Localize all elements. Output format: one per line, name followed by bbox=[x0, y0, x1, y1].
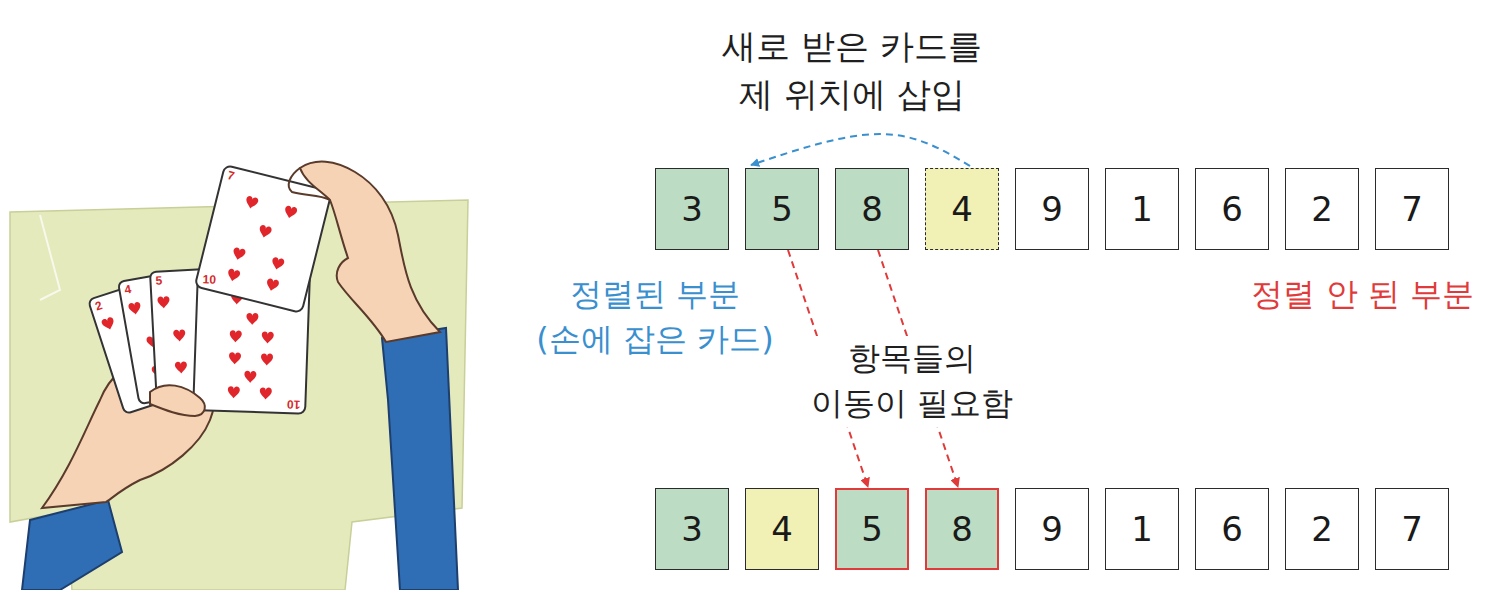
right-hand bbox=[300, 162, 440, 342]
item-value: 9 bbox=[1041, 509, 1063, 549]
table-line bbox=[40, 215, 60, 300]
card-rank: 5 bbox=[150, 271, 168, 290]
item-value: 6 bbox=[1221, 189, 1243, 229]
item-value: 3 bbox=[681, 189, 703, 229]
right-fingers bbox=[289, 168, 330, 200]
item-value: 1 bbox=[1131, 509, 1153, 549]
item-value: 2 bbox=[1311, 189, 1333, 229]
moved-item-box: 5 bbox=[835, 488, 909, 570]
left-thumb bbox=[150, 385, 205, 416]
unsorted-item-box: 2 bbox=[1285, 168, 1359, 250]
sorted-item-box: 3 bbox=[655, 488, 729, 570]
sorted-part-label: 정렬된 부분 (손에 잡은 카드) bbox=[530, 272, 780, 363]
item-value: 7 bbox=[1401, 189, 1423, 229]
right-sleeve bbox=[382, 328, 458, 590]
item-value: 9 bbox=[1041, 189, 1063, 229]
moved-item-box: 8 bbox=[925, 488, 999, 570]
inserted-item-box: 4 bbox=[745, 488, 819, 570]
item-value: 8 bbox=[951, 509, 973, 549]
item-value: 3 bbox=[681, 509, 703, 549]
item-value: 5 bbox=[771, 189, 793, 229]
left-sleeve bbox=[22, 500, 122, 590]
sorted-item-box: 5 bbox=[745, 168, 819, 250]
new-item-box: 4 bbox=[925, 168, 999, 250]
unsorted-item-box: 6 bbox=[1195, 168, 1269, 250]
unsorted-item-box: 1 bbox=[1105, 168, 1179, 250]
item-value: 4 bbox=[771, 509, 793, 549]
card-rank: 10 bbox=[197, 270, 221, 289]
unsorted-item-box: 2 bbox=[1285, 488, 1359, 570]
unsorted-item-box: 9 bbox=[1015, 488, 1089, 570]
insert-note: 새로 받은 카드를 제 위치에 삽입 bbox=[707, 22, 997, 119]
unsorted-item-box: 7 bbox=[1375, 168, 1449, 250]
item-value: 2 bbox=[1311, 509, 1333, 549]
insert-arrow bbox=[751, 134, 970, 166]
sorted-item-box: 8 bbox=[835, 168, 909, 250]
unsorted-item-box: 6 bbox=[1195, 488, 1269, 570]
shift-note: 항목들의 이동이 필요함 bbox=[796, 336, 1029, 427]
sorted-item-box: 3 bbox=[655, 168, 729, 250]
unsorted-item-box: 1 bbox=[1105, 488, 1179, 570]
item-value: 1 bbox=[1131, 189, 1153, 229]
card-7 bbox=[195, 165, 332, 313]
item-value: 6 bbox=[1221, 509, 1243, 549]
unsorted-part-label: 정렬 안 된 부분 bbox=[1214, 272, 1474, 317]
item-value: 7 bbox=[1401, 509, 1423, 549]
unsorted-item-box: 7 bbox=[1375, 488, 1449, 570]
card-rank: 4 bbox=[118, 279, 138, 300]
card-rank: 10 bbox=[282, 395, 306, 414]
item-value: 8 bbox=[861, 189, 883, 229]
unsorted-item-box: 9 bbox=[1015, 168, 1089, 250]
item-value: 5 bbox=[861, 509, 883, 549]
item-value: 4 bbox=[951, 189, 973, 229]
